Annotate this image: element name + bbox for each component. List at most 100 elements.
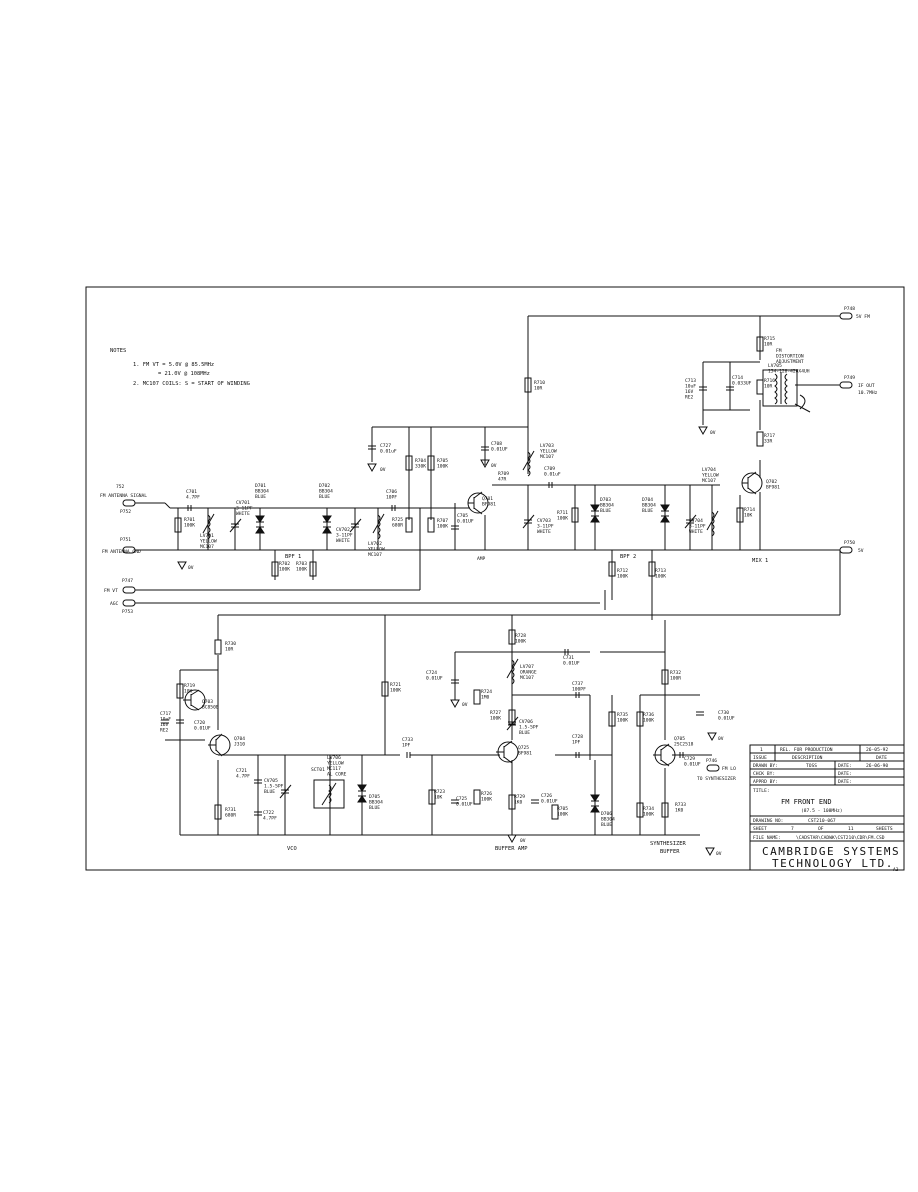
company-name-1: CAMBRIDGE SYSTEMS	[762, 845, 900, 858]
ground-label: 0V	[380, 467, 386, 473]
ground-label: 0V	[718, 736, 724, 742]
port-746-name: FM LO	[722, 766, 736, 772]
drawing-frame	[85, 286, 905, 871]
component-label-r723-b: 10K	[434, 795, 443, 801]
component-label-c705-b: 0.01UF	[457, 519, 474, 525]
component-label-d704-a: D704	[642, 497, 653, 503]
component-label-lv706-b: YELLOW	[327, 761, 344, 767]
port-746-note: TO SYNTHESIZER	[697, 776, 736, 782]
component-label-cv703-b: 3-11PF	[537, 524, 554, 530]
section-synth-1: SYNTHESIZER	[650, 841, 686, 847]
component-label-cv702-b: 3-11PF	[336, 533, 353, 539]
drawing-subtitle: (87.5 - 108MHz)	[801, 808, 843, 814]
component-label-lv703-a: LV703	[540, 443, 554, 449]
component-label-r734-b: 100K	[643, 812, 654, 818]
component-label-r711-b: 100K	[557, 516, 568, 522]
component-label-d705-c: BLUE	[369, 805, 380, 811]
component-label-c720-a: C720	[194, 720, 205, 726]
component-label-lv704-c: MC107	[702, 478, 716, 484]
ground-label: 0V	[188, 565, 194, 571]
component-label-c713-b: 10uF	[685, 384, 696, 390]
drawing-title: FM FRONT END	[781, 798, 832, 806]
component-label-r703-b: 100K	[296, 567, 307, 573]
port-747-name: FM VT	[104, 588, 118, 594]
component-label-c726-b: 0.01UF	[541, 799, 558, 805]
component-label-d701-b: BB304	[255, 489, 269, 495]
component-label-c720-b: 0.01UF	[194, 726, 211, 732]
component-label-r721-a: R721	[390, 682, 401, 688]
component-label-cv703-a: CV703	[537, 518, 551, 524]
component-label-c731-a: C731	[563, 655, 574, 661]
component-label-c731-b: 0.01UF	[563, 661, 580, 667]
component-label-lv706-a: LV706	[327, 755, 341, 761]
port-751-ref: P751	[120, 537, 131, 543]
component-label-c713-d: RE2	[685, 395, 694, 401]
component-label-c701-a: C701	[186, 489, 197, 495]
component-label-d702-b: BB304	[319, 489, 333, 495]
component-label-c708-a: C708	[491, 441, 502, 447]
component-label-c706-b: 10PF	[386, 495, 397, 501]
component-label-cv706-b: 1.5-5PF	[519, 725, 539, 731]
component-label-r717-a: R717	[764, 433, 775, 439]
section-bpf1: BPF 1	[285, 554, 301, 560]
component-label-d706-c: BLUE	[601, 822, 612, 828]
component-label-d703-b: BB304	[600, 503, 614, 509]
component-label-r729-a: R729	[514, 794, 525, 800]
component-label-q725-b: BF981	[518, 751, 532, 757]
component-label-cv701-a: CV701	[236, 500, 250, 506]
component-label-r707-a: R707	[437, 518, 448, 524]
component-label-r707-b: 100K	[437, 524, 448, 530]
component-label-d705-b: BB304	[369, 800, 383, 806]
port-labels: 752 FM ANTENNA SIGNAL P752 P751 FM ANTEN…	[100, 306, 878, 782]
component-label-r719-a: R719	[184, 683, 195, 689]
component-label-sct01-a: SCT01	[311, 767, 325, 773]
component-label-c727-b: 0.01uF	[380, 449, 397, 455]
component-label-cv702-c: WHITE	[336, 538, 350, 544]
sheet-size: A3	[893, 867, 899, 873]
component-label-r727-a: R727	[490, 710, 501, 716]
section-synth-2: BUFFER	[660, 849, 680, 855]
notes-line-2: 2. MC107 COILS: S = START OF WINDING	[133, 381, 250, 387]
port-753-ref: P753	[122, 609, 133, 615]
component-label-r716-a: R716	[764, 378, 775, 384]
component-label-r712-b: 100K	[617, 574, 628, 580]
component-label-fmd-c: ADJUSTMENT	[776, 359, 804, 365]
component-label-r716-b: 10R	[764, 384, 773, 390]
component-label-r728-b: 100K	[515, 639, 526, 645]
component-label-c730-b: 0.01UF	[718, 716, 735, 722]
component-label-cv701-c: WHITE	[236, 511, 250, 517]
component-label-cv706-c: BLUE	[519, 730, 530, 736]
port-751-name: FM ANTENNA GND	[102, 549, 141, 555]
component-label-q704-a: Q704	[234, 736, 245, 742]
component-label-q703-a: Q703	[202, 699, 213, 705]
component-label-lv706-c: MC117	[327, 766, 341, 772]
component-label-r704-b: 330K	[415, 464, 426, 470]
component-label-q703-b: BC850B	[202, 705, 219, 711]
component-label-lv701-a: LV701	[200, 533, 214, 539]
port-748-name: 5V FM	[856, 314, 870, 320]
component-label-r714-a: R714	[744, 507, 755, 513]
component-label-cv705-c: BLUE	[264, 789, 275, 795]
component-label-c737-b: 100PF	[572, 687, 586, 693]
component-label-r704-a: R704	[415, 458, 426, 464]
component-label-r733-b: 1K0	[675, 808, 684, 814]
notes-line-1a: 1. FM VT = 5.0V @ 85.5MHz	[133, 362, 214, 368]
section-bpf2: BPF 2	[620, 554, 636, 560]
component-label-r731-a: R731	[225, 807, 236, 813]
port-749-name-2: 10.7MHz	[858, 390, 878, 396]
title-block: 1 REL. FOR PRODUCTION 26-05-92 ISSUE DES…	[749, 744, 905, 873]
component-label-cv704-c: WHITE	[689, 529, 703, 535]
component-label-lv704-b: YELLOW	[702, 473, 719, 479]
component-label-fmd-b: DISTORTION	[776, 354, 804, 360]
component-label-d701-c: BLUE	[255, 494, 266, 500]
component-label-r719-b: 10K	[184, 689, 193, 695]
component-label-lv702-a: LV702	[368, 541, 382, 547]
section-labels: BPF 1 AMP BPF 2 MIX 1 VCO BUFFER AMP SYN…	[285, 554, 768, 855]
component-label-lv703-c: MC107	[540, 454, 554, 460]
component-label-d703-a: D703	[600, 497, 611, 503]
component-label-r726-b: 100K	[481, 797, 492, 803]
sheet-of-label: OF	[818, 826, 824, 832]
component-label-r702-b: 100K	[279, 567, 290, 573]
